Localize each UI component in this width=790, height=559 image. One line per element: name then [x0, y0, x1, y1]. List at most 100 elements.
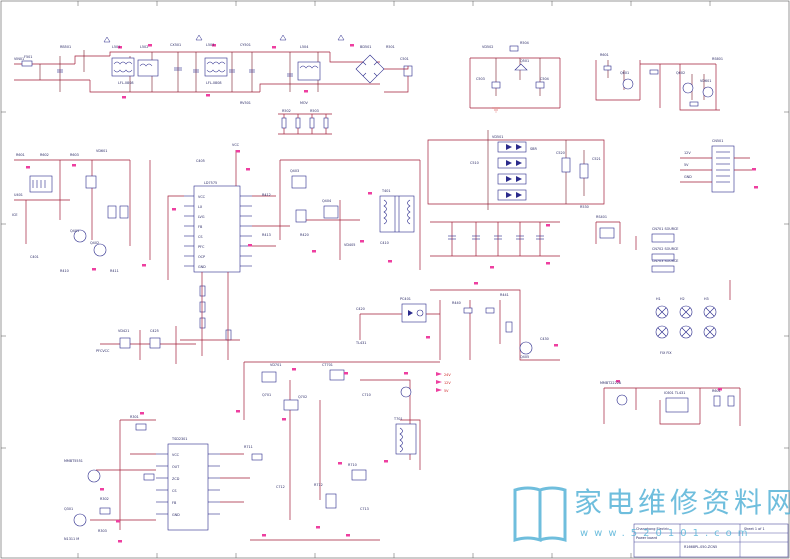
- svg-text:C501: C501: [400, 57, 409, 61]
- svg-text:CS: CS: [172, 489, 177, 493]
- svg-text:Q601: Q601: [620, 71, 629, 75]
- svg-text:FIX FIX: FIX FIX: [660, 351, 672, 355]
- svg-text:LFL-0808: LFL-0808: [206, 81, 222, 85]
- svg-text:R501: R501: [386, 45, 395, 49]
- svg-text:CS: CS: [198, 235, 203, 239]
- svg-text:C712: C712: [276, 485, 285, 489]
- svg-text:VD701: VD701: [270, 363, 281, 367]
- svg-text:CN501: CN501: [712, 139, 723, 143]
- svg-text:U401: U401: [14, 193, 23, 197]
- title-block: Changhong Electric Power board R1668PL-0…: [633, 523, 789, 558]
- svg-text:Q301: Q301: [64, 507, 73, 511]
- svg-text:MOV: MOV: [300, 101, 309, 105]
- watermark-url-text: www.520101.com: [580, 528, 754, 539]
- svg-text:CN703 SOURCE: CN703 SOURCE: [652, 259, 678, 263]
- svg-text:PFC: PFC: [198, 245, 205, 249]
- svg-text:C520: C520: [556, 151, 565, 155]
- svg-text:5V: 5V: [684, 163, 689, 167]
- svg-text:C405: C405: [196, 159, 205, 163]
- svg-text:R301: R301: [130, 415, 139, 419]
- svg-text:Q701: Q701: [262, 393, 271, 397]
- svg-text:R602: R602: [40, 153, 49, 157]
- svg-text:R440: R440: [452, 301, 461, 305]
- svg-text:Q405: Q405: [520, 355, 529, 359]
- svg-text:FB: FB: [172, 501, 177, 505]
- svg-text:C510: C510: [470, 161, 479, 165]
- svg-text:SBR: SBR: [530, 147, 537, 151]
- book-logo: [513, 486, 567, 543]
- svg-text:L504: L504: [300, 45, 308, 49]
- svg-text:LVG: LVG: [198, 215, 205, 219]
- svg-text:MMBT5551: MMBT5551: [64, 459, 83, 463]
- svg-text:VD421: VD421: [118, 329, 129, 333]
- svg-text:C504: C504: [540, 77, 549, 81]
- svg-text:Q401: Q401: [70, 229, 79, 233]
- svg-text:IC601 TL431: IC601 TL431: [664, 391, 685, 395]
- svg-text:R502: R502: [282, 109, 291, 113]
- connector-block: CN501 12V 5V GND: [680, 139, 758, 193]
- svg-text:Q403: Q403: [290, 169, 299, 173]
- svg-text:PC401: PC401: [400, 297, 411, 301]
- svg-text:RS601: RS601: [712, 57, 723, 61]
- svg-text:ICE: ICE: [12, 213, 18, 217]
- output-5v-label: 5V: [444, 389, 449, 393]
- svg-text:GND: GND: [172, 513, 180, 517]
- svg-text:CN702 SOURCE: CN702 SOURCE: [652, 247, 678, 251]
- svg-text:Q402: Q402: [90, 241, 99, 245]
- svg-text:L502: L502: [140, 45, 148, 49]
- svg-text:R530: R530: [580, 205, 589, 209]
- watermark-cn-text: 家电维修资料网: [574, 486, 790, 519]
- svg-text:VD502: VD502: [482, 45, 493, 49]
- svg-text:R441: R441: [500, 293, 509, 297]
- ic-main-label: LD7575: [204, 181, 217, 185]
- svg-text:R712: R712: [314, 483, 323, 487]
- svg-text:FB: FB: [198, 225, 203, 229]
- ic-pfc-label: TSD2301: [171, 437, 187, 441]
- svg-text:N1311 M: N1311 M: [64, 537, 79, 541]
- svg-text:R601: R601: [16, 153, 25, 157]
- svg-text:VCC: VCC: [172, 453, 180, 457]
- svg-text:C401: C401: [30, 255, 39, 259]
- svg-text:R410: R410: [60, 269, 69, 273]
- svg-text:L503: L503: [206, 43, 214, 47]
- svg-text:T401: T401: [381, 189, 391, 193]
- svg-text:C410: C410: [380, 241, 389, 245]
- svg-text:OCP: OCP: [198, 255, 205, 259]
- svg-text:R411: R411: [110, 269, 119, 273]
- svg-text:LX: LX: [198, 205, 203, 209]
- svg-text:TL431: TL431: [355, 341, 366, 345]
- svg-text:C713: C713: [360, 507, 369, 511]
- svg-text:LFL-0808: LFL-0808: [118, 81, 134, 85]
- svg-text:BD501: BD501: [360, 45, 371, 49]
- svg-text:H1: H1: [656, 297, 661, 301]
- svg-text:C420: C420: [356, 307, 365, 311]
- sheet-number: Sheet 1 of 1: [744, 527, 765, 531]
- svg-text:VD601: VD601: [96, 149, 107, 153]
- svg-text:C521: C521: [592, 157, 601, 161]
- output-arrows: [436, 372, 442, 392]
- svg-text:R503: R503: [310, 109, 319, 113]
- svg-text:R603: R603: [70, 153, 79, 157]
- svg-text:ZCD: ZCD: [172, 477, 180, 481]
- board-name: Power board: [636, 536, 657, 540]
- svg-text:CY501: CY501: [240, 43, 251, 47]
- svg-text:VIN01: VIN01: [14, 57, 24, 61]
- svg-text:MMBT2222A: MMBT2222A: [600, 381, 622, 385]
- svg-text:R601: R601: [712, 389, 721, 393]
- svg-text:12V: 12V: [684, 151, 691, 155]
- svg-text:CN701 SOURCE: CN701 SOURCE: [652, 227, 678, 231]
- output-24v-label: 24V: [444, 373, 451, 377]
- svg-text:VCC: VCC: [232, 143, 240, 147]
- svg-text:C425: C425: [150, 329, 159, 333]
- svg-text:R303: R303: [98, 529, 107, 533]
- svg-text:GND: GND: [684, 175, 692, 179]
- svg-text:VCC: VCC: [198, 195, 206, 199]
- svg-text:H3: H3: [704, 297, 709, 301]
